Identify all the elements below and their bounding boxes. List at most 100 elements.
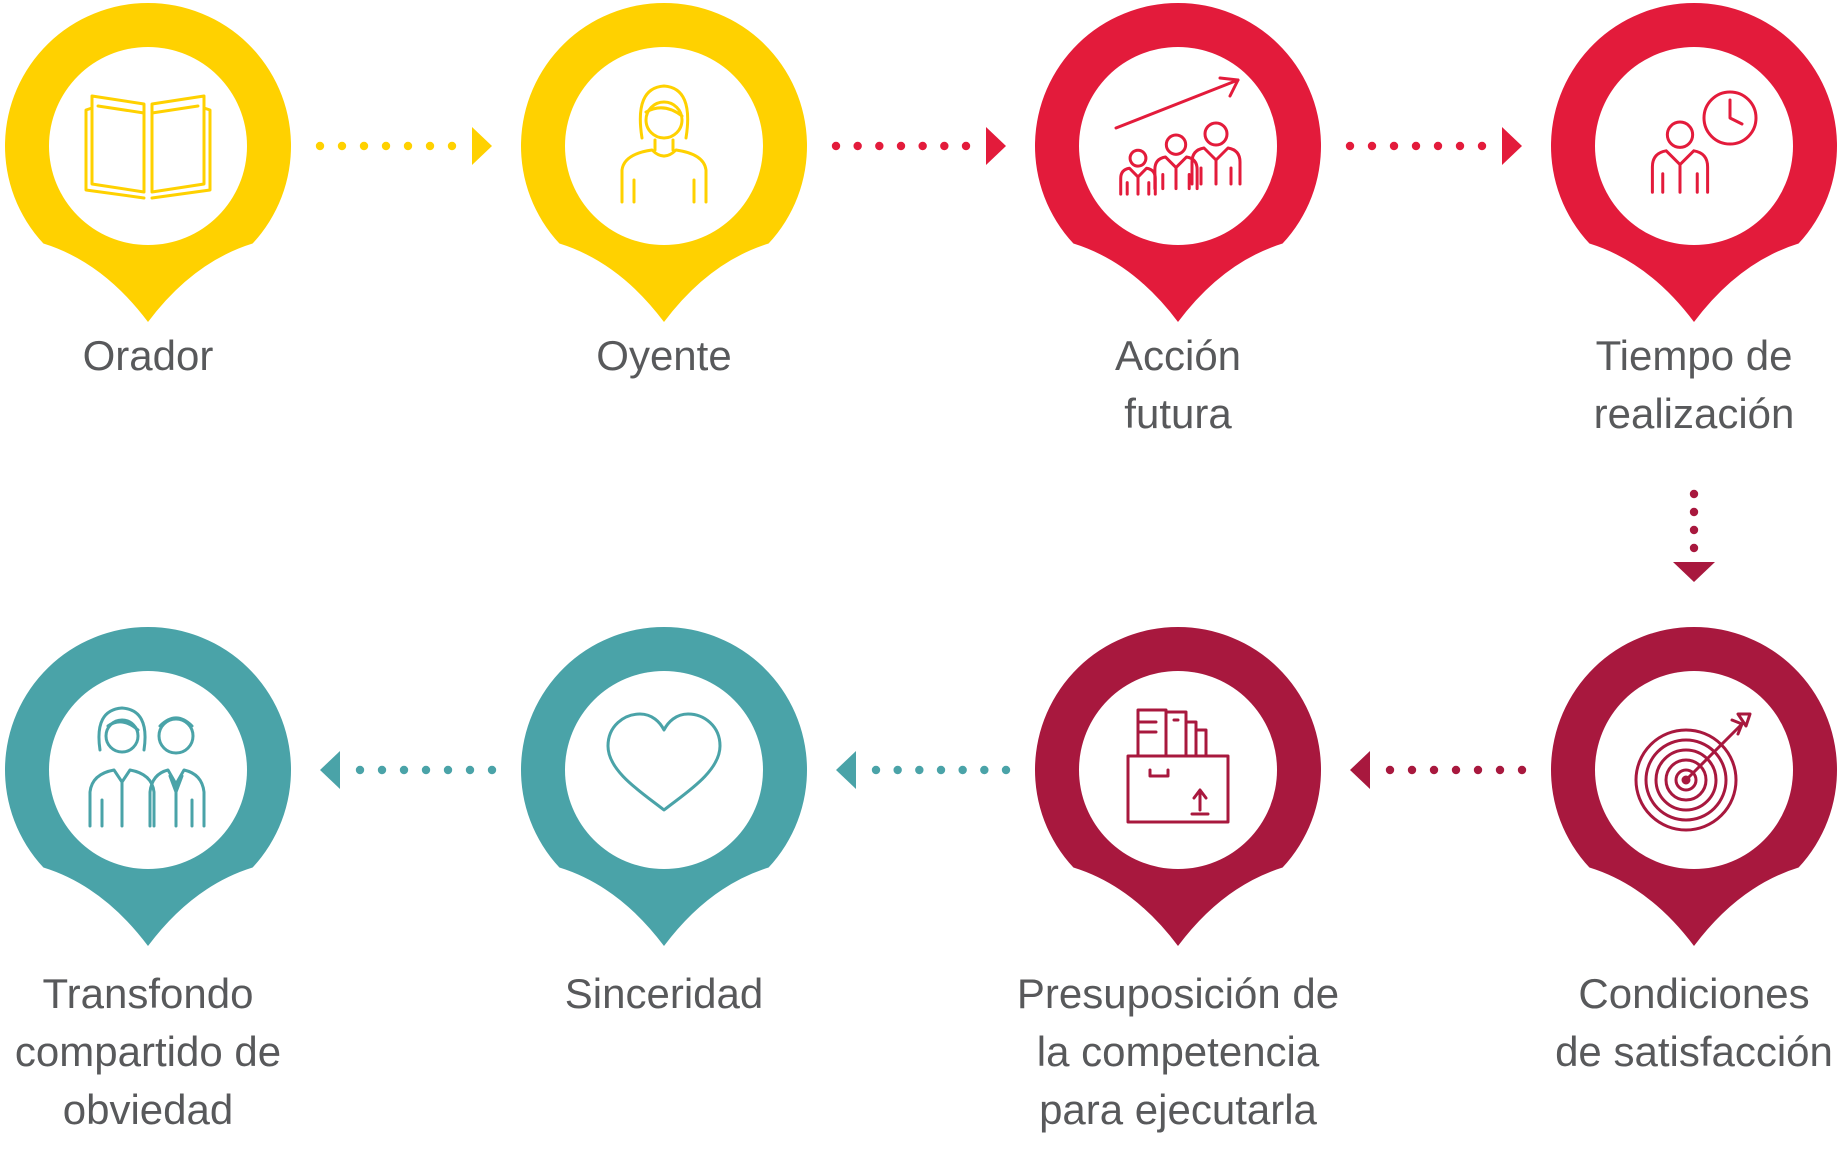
connector-4 <box>1673 489 1715 582</box>
connector-7 <box>320 751 497 789</box>
step-label: Acción futura <box>1115 332 1241 437</box>
step-8: Transfondo compartido de obviedad <box>4 626 291 1133</box>
step-label-line: la competencia <box>1037 1028 1320 1075</box>
connector-dot <box>1429 765 1439 775</box>
connector-dot <box>425 141 435 151</box>
connector-dot <box>1477 141 1487 151</box>
pin-inner-circle <box>1079 47 1277 245</box>
connector-dot <box>961 141 971 151</box>
step-label-line: para ejecutarla <box>1039 1086 1317 1133</box>
connector-5 <box>1350 751 1527 789</box>
step-4: Tiempo de realización <box>1550 3 1837 437</box>
step-label-line: Acción <box>1115 332 1241 379</box>
connector-dot <box>831 141 841 151</box>
connector-2 <box>831 127 1006 165</box>
pin-inner-circle <box>49 47 247 245</box>
arrow-left-icon <box>836 751 856 789</box>
toolbox-icon <box>1126 708 1230 824</box>
connector-dot <box>1689 489 1699 499</box>
pin-inner-circle <box>49 671 247 869</box>
connector-dot <box>355 765 365 775</box>
arrow-right-icon <box>1502 127 1522 165</box>
step-label: Tiempo de realización <box>1594 332 1795 437</box>
connector-dot <box>421 765 431 775</box>
connector-dot <box>1517 765 1527 775</box>
connector-1 <box>315 127 492 165</box>
pin-inner-circle <box>565 47 763 245</box>
arrow-left-icon <box>1350 751 1370 789</box>
connector-dot <box>1433 141 1443 151</box>
connector-dot <box>918 141 927 151</box>
step-5: Condiciones de satisfacción <box>1550 627 1837 1075</box>
step-label-line: obviedad <box>63 1086 233 1133</box>
step-label-line: Condiciones <box>1578 970 1809 1017</box>
step-7: Sinceridad <box>520 626 807 1017</box>
connector-dot <box>1689 525 1699 535</box>
connector-dot <box>465 765 475 775</box>
connector-dot <box>443 765 453 775</box>
person-clock-icon <box>1650 90 1758 194</box>
connector-dot <box>1455 141 1465 151</box>
connector-dot <box>915 765 924 775</box>
step-6: Presuposición de la competencia para ejecu… <box>1017 626 1339 1133</box>
connector-dot <box>359 141 369 151</box>
connector-dot <box>381 141 391 151</box>
step-2: Oyente <box>520 2 807 379</box>
step-label-line: Tiempo de <box>1596 332 1793 379</box>
connector-dot <box>487 765 497 775</box>
arrow-left-icon <box>320 751 340 789</box>
connector-dot <box>1389 141 1399 151</box>
step-label-line: futura <box>1124 390 1232 437</box>
step-label-line: Oyente <box>596 332 731 379</box>
step-label: Transfondo compartido de obviedad <box>15 970 281 1133</box>
step-3: Acción futura <box>1035 3 1321 437</box>
growth-people-icon <box>1114 76 1242 196</box>
connector-dot <box>1689 507 1699 517</box>
connector-dot <box>896 141 906 151</box>
couple-icon <box>88 706 206 828</box>
step-label-line: realización <box>1594 390 1795 437</box>
connector-dot <box>1001 765 1011 775</box>
step-label-line: Presuposición de <box>1017 970 1339 1017</box>
pin-inner-circle <box>565 671 763 869</box>
step-label: Condiciones de satisfacción <box>1555 970 1833 1075</box>
arrow-right-icon <box>986 127 1006 165</box>
connector-dot <box>1407 765 1417 775</box>
heart-icon <box>606 712 722 812</box>
step-label: Presuposición de la competencia para ejecu… <box>1017 970 1339 1133</box>
connector-dot <box>399 765 409 775</box>
step-label: Orador <box>83 332 214 379</box>
arrow-down-icon <box>1673 562 1715 582</box>
connector-dot <box>958 765 967 775</box>
connector-dot <box>893 765 902 775</box>
connector-dot <box>1345 141 1355 151</box>
connector-dot <box>377 765 387 775</box>
connector-dot <box>1689 543 1699 553</box>
step-label: Sinceridad <box>565 970 763 1017</box>
step-label-line: de satisfacción <box>1555 1028 1833 1075</box>
connector-6 <box>836 751 1011 789</box>
open-book-icon <box>84 94 212 200</box>
connector-dot <box>1495 765 1505 775</box>
connector-dot <box>1385 765 1395 775</box>
pin-inner-circle <box>1595 47 1793 245</box>
step-1: Orador <box>4 2 291 379</box>
woman-icon <box>620 84 708 204</box>
pin-inner-circle <box>1079 671 1277 869</box>
arrow-right-icon <box>472 127 492 165</box>
step-label-line: Transfondo <box>43 970 254 1017</box>
connector-dot <box>1473 765 1483 775</box>
step-label: Oyente <box>596 332 731 379</box>
connector-dot <box>980 765 989 775</box>
step-label-line: compartido de <box>15 1028 281 1075</box>
connector-dot <box>1367 141 1377 151</box>
connector-dot <box>853 141 862 151</box>
connector-dot <box>447 141 457 151</box>
connector-dot <box>1451 765 1461 775</box>
step-label-line: Orador <box>83 332 214 379</box>
connector-dot <box>315 141 325 151</box>
connector-dot <box>403 141 413 151</box>
connector-3 <box>1345 127 1522 165</box>
connector-dot <box>871 765 881 775</box>
